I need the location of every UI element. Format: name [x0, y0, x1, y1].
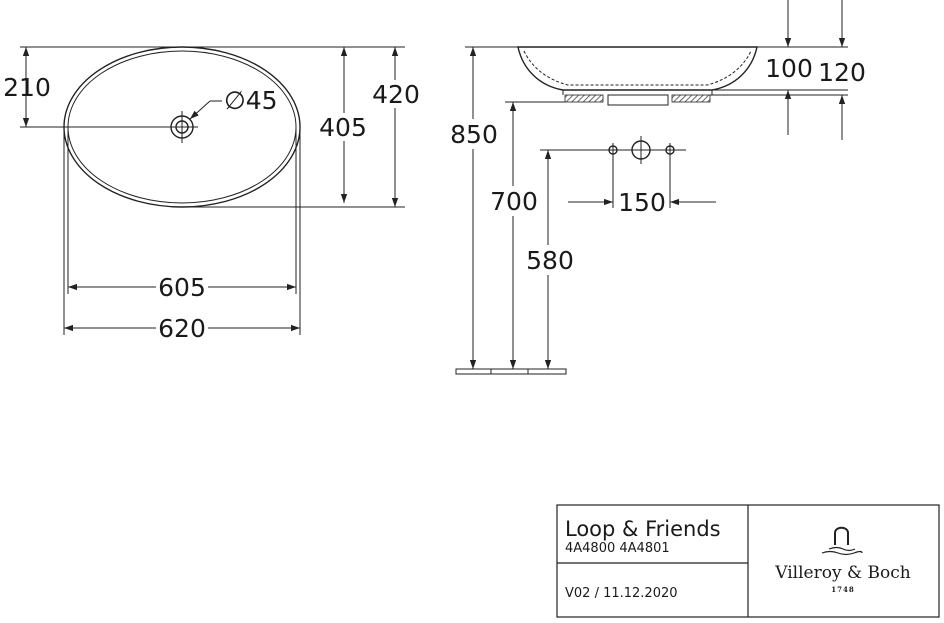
brand-name: Villeroy & Boch — [774, 563, 911, 583]
dim-850-label: 850 — [450, 120, 498, 149]
drain-leader-line — [189, 100, 211, 120]
brand-year: 1748 — [831, 585, 854, 594]
side-view: 850 700 580 100 120 — [450, 0, 866, 375]
basin-inner-profile — [523, 50, 752, 86]
brand-logo: Villeroy & Boch 1748 — [774, 526, 911, 594]
floor-line — [455, 368, 567, 375]
tap-hole-center — [628, 136, 654, 164]
dim-150-label: 150 — [618, 188, 666, 217]
countertop-section-left — [564, 94, 604, 103]
version-date: V02 / 11.12.2020 — [565, 586, 678, 601]
dim-405-label: 405 — [319, 113, 367, 142]
countertop-section-right — [671, 94, 711, 103]
dim-210-label: 210 — [3, 73, 51, 102]
dim-620-label: 620 — [158, 314, 206, 343]
dim-700-label: 700 — [490, 187, 538, 216]
dim-120-label: 120 — [818, 58, 866, 87]
dim-100-label: 100 — [765, 54, 813, 83]
drain-diameter-label: ∅45 — [224, 86, 278, 115]
title-block: Loop & Friends 4A4800 4A4801 V02 / 11.12… — [556, 504, 940, 618]
dim-420-label: 420 — [372, 80, 420, 109]
basin-profile — [517, 46, 758, 91]
drain-outlet — [607, 94, 669, 106]
faucet-icon — [821, 526, 863, 556]
article-numbers: 4A4800 4A4801 — [565, 541, 670, 556]
dim-580-label: 580 — [526, 246, 574, 275]
top-view: ∅45 210 405 420 605 620 — [3, 46, 420, 343]
product-name: Loop & Friends — [565, 517, 721, 541]
dim-605-label: 605 — [158, 273, 206, 302]
